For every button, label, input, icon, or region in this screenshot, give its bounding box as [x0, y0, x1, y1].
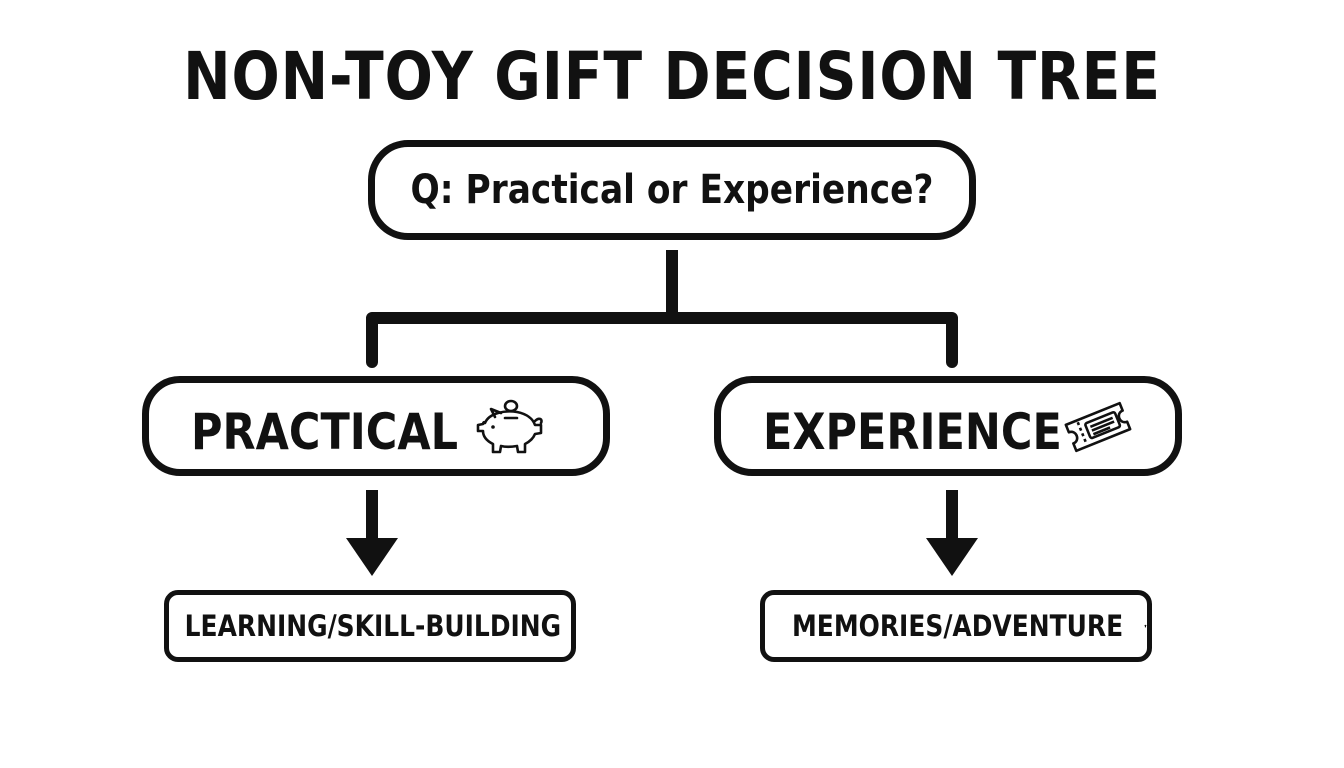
- result-memories: MEMORIES/ADVENTURE: [760, 590, 1152, 662]
- branch-experience-label: EXPERIENCE: [763, 403, 1062, 461]
- result-memories-label: MEMORIES/ADVENTURE: [791, 609, 1124, 643]
- ticket-icon: [1064, 401, 1132, 453]
- up-arrow-icon: [1144, 624, 1147, 628]
- result-learning: LEARNING/SKILL-BUILDING: [164, 590, 576, 662]
- piggy-bank-icon: [476, 399, 543, 454]
- arrow-practical-head: [346, 538, 398, 576]
- branch-practical: PRACTICAL: [142, 376, 610, 476]
- result-learning-label: LEARNING/SKILL-BUILDING: [184, 609, 562, 643]
- question-label: Q: Practical or Experience?: [410, 167, 934, 213]
- diagram-title: NON-TOY GIFT DECISION TREE: [183, 38, 1161, 115]
- connector-crossbar: [366, 312, 958, 368]
- arrow-experience-head: [926, 538, 978, 576]
- question-node: Q: Practical or Experience?: [368, 140, 976, 240]
- branch-practical-label: PRACTICAL: [191, 403, 459, 461]
- branch-experience: EXPERIENCE: [714, 376, 1182, 476]
